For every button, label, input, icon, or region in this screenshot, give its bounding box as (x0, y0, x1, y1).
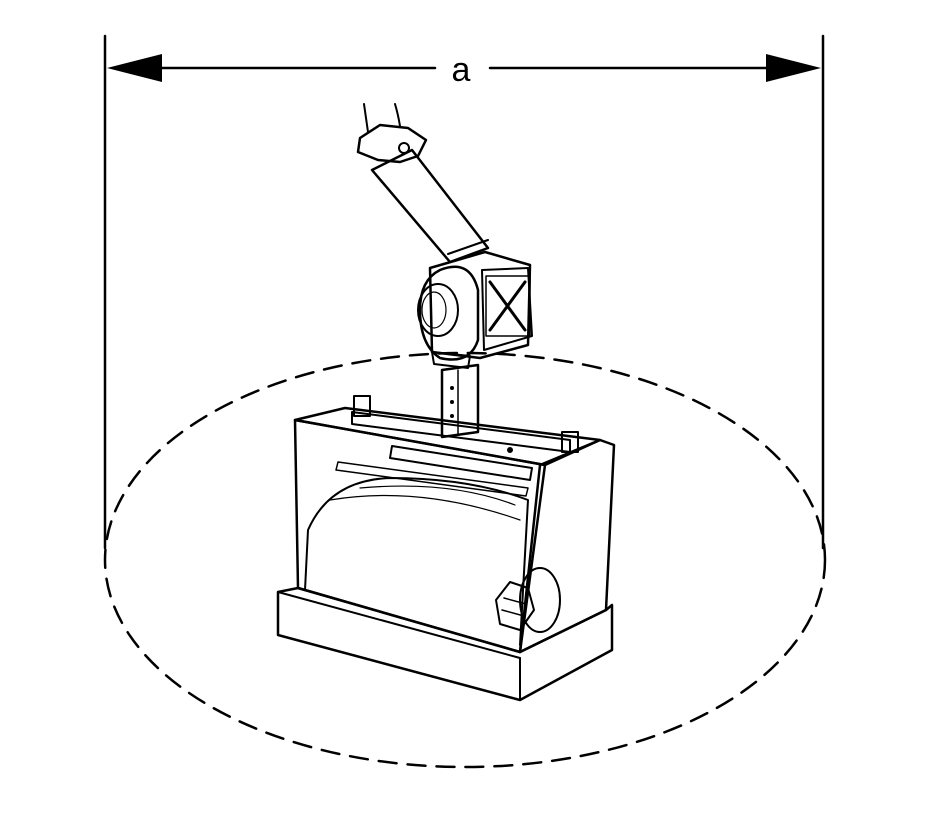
dimension-label: a (452, 51, 471, 89)
dimension-indicator: a (103, 34, 825, 550)
sensor-clamp (418, 265, 480, 361)
right-arrowhead-icon (766, 54, 821, 82)
clearance-zone-ellipse (103, 351, 827, 769)
sensor-cable (370, 148, 490, 264)
sensor-lens-icon (417, 283, 459, 337)
sensor-mount (356, 103, 533, 439)
side-knob-icon (495, 581, 535, 631)
battery-top-face (293, 406, 602, 467)
label-recess (389, 445, 533, 481)
battery-assembly (276, 395, 616, 702)
hold-down-bracket-right (561, 431, 579, 453)
side-knob-housing (519, 567, 561, 633)
front-cover-outline (304, 477, 529, 646)
mount-post (440, 363, 480, 439)
battery-front-face (293, 418, 547, 654)
hold-down-bracket-left (353, 395, 371, 417)
connector-icon (356, 123, 428, 164)
left-arrowhead-icon (107, 54, 162, 82)
